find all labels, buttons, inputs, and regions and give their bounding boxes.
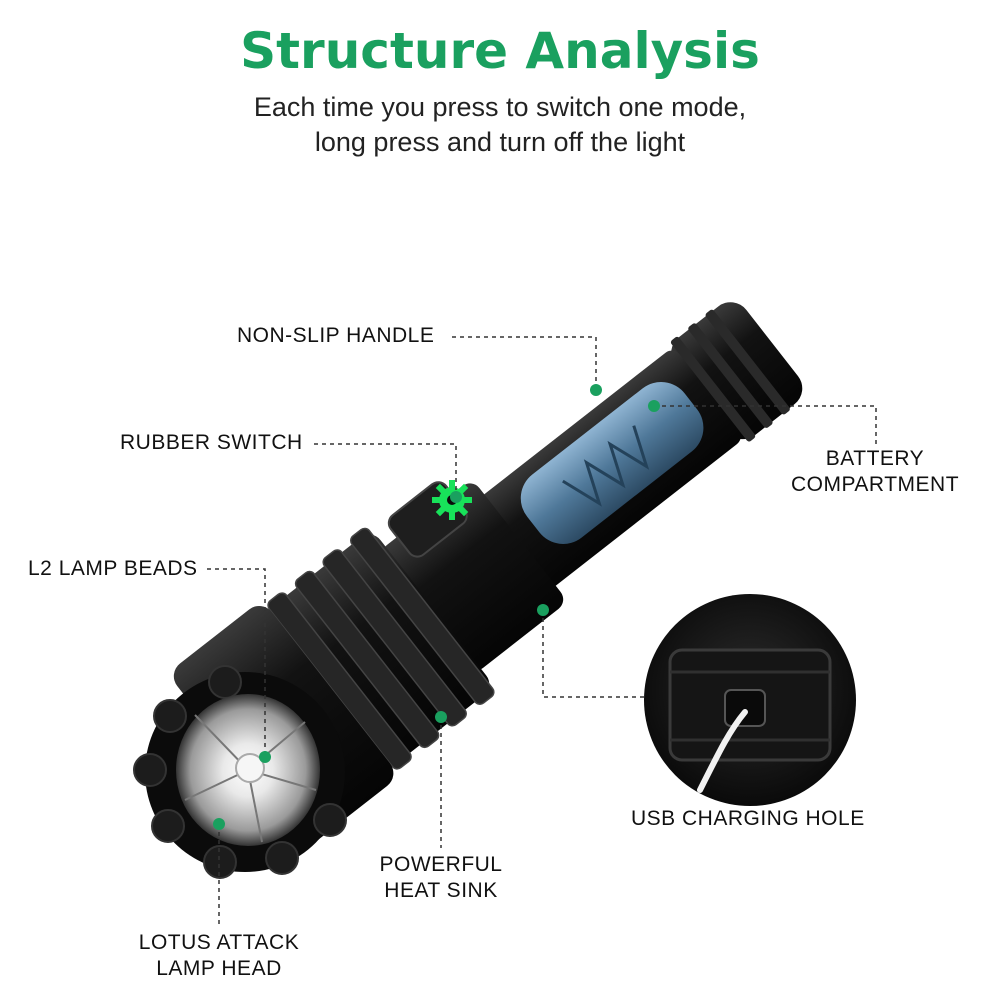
page-title: Structure Analysis: [240, 22, 760, 80]
subtitle-line-2: long press and turn off the light: [314, 127, 686, 157]
battery-line-2: COMPARTMENT: [790, 473, 960, 496]
heat-sink-line-1: POWERFUL: [379, 853, 503, 876]
lotus-line-1: LOTUS ATTACK: [138, 931, 300, 954]
usb-cable-icon: [697, 709, 748, 793]
label-battery-compartment: BATTERY COMPARTMENT: [785, 446, 965, 498]
lotus-line-2: LAMP HEAD: [156, 957, 282, 980]
battery-line-1: BATTERY: [825, 447, 925, 470]
battery-compartment: [520, 381, 704, 544]
usb-port: [724, 689, 766, 727]
leader-lines: [207, 336, 877, 924]
heat-sink-line-2: HEAT SINK: [384, 879, 498, 902]
label-rubber-switch: RUBBER SWITCH: [120, 431, 303, 454]
subtitle-line-1: Each time you press to switch one mode,: [253, 92, 747, 122]
callout-dots: [213, 384, 660, 830]
usb-closeup: [644, 594, 856, 806]
page-subtitle: Each time you press to switch one mode, …: [0, 90, 1000, 160]
lamp-bead: [235, 753, 265, 783]
label-l2-lamp-beads: L2 LAMP BEADS: [28, 557, 198, 580]
lamp-head-front: [133, 665, 347, 879]
label-usb-charging-hole: USB CHARGING HOLE: [631, 807, 865, 830]
label-non-slip-handle: NON-SLIP HANDLE: [237, 324, 435, 347]
label-powerful-heat-sink: POWERFUL HEAT SINK: [370, 852, 512, 904]
label-lotus-attack-lamp-head: LOTUS ATTACK LAMP HEAD: [125, 930, 313, 982]
